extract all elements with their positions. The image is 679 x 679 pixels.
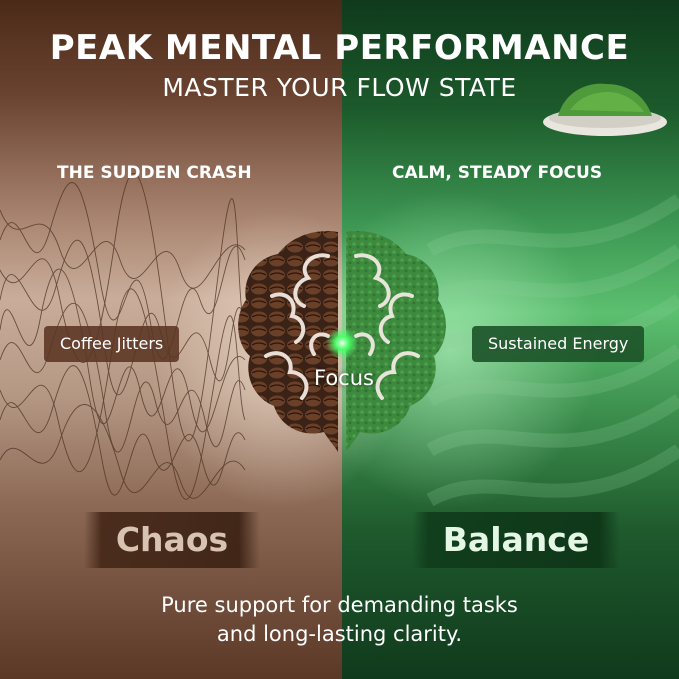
brain-icon: [238, 231, 446, 452]
focus-glow-icon: [326, 327, 358, 359]
focus-label: Focus: [314, 366, 374, 390]
matcha-bowl-icon: [543, 83, 667, 136]
calm-waves: [426, 194, 679, 507]
sustained-energy-label: Sustained Energy: [472, 326, 645, 362]
coffee-jitters-label: Coffee Jitters: [44, 326, 180, 362]
matcha-hemisphere: [346, 231, 446, 452]
balance-label: Balance: [412, 512, 620, 568]
page-subtitle: MASTER YOUR FLOW STATE: [162, 73, 517, 102]
matcha-side-heading: CALM, STEADY FOCUS: [392, 163, 603, 183]
coffee-side-heading: THE SUDDEN CRASH: [57, 163, 252, 183]
coffee-hemisphere: [238, 231, 338, 452]
page-title: PEAK MENTAL PERFORMANCE: [49, 28, 630, 68]
footer-line-2: and long-lasting clarity.: [216, 622, 463, 646]
chaos-label: Chaos: [84, 512, 260, 568]
footer-line-1: Pure support for demanding tasks: [161, 593, 518, 617]
